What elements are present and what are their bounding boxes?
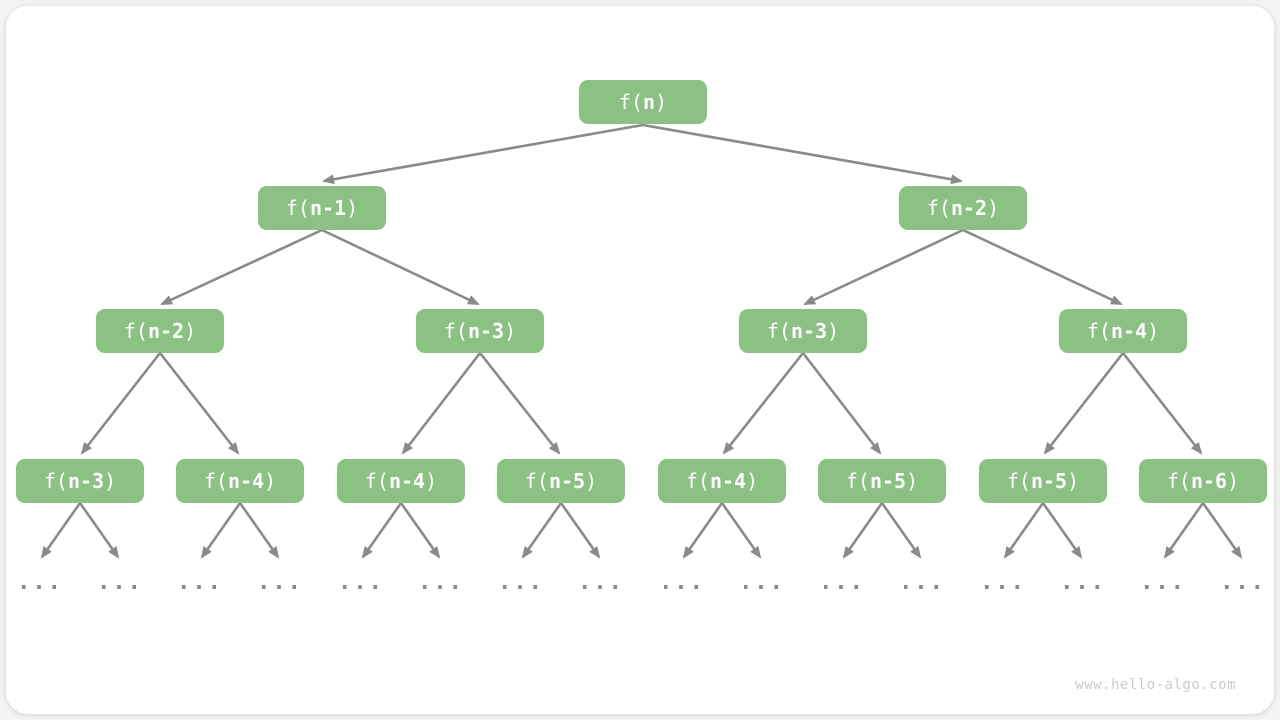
ellipsis-leaf: ... xyxy=(177,570,223,595)
edges xyxy=(40,123,1243,559)
node-label: f(n-2) xyxy=(926,196,1000,220)
canvas-card xyxy=(6,6,1274,714)
node-label: f(n-3) xyxy=(443,319,517,343)
node-l4-2-f-n-4: f(n-4) xyxy=(337,459,465,503)
node-label: f(n-5) xyxy=(1006,469,1080,493)
ellipsis-leaf: ... xyxy=(1220,570,1266,595)
node-l4-3-f-n-5: f(n-5) xyxy=(497,459,625,503)
node-l2-0-f-n-1: f(n-1) xyxy=(258,186,386,230)
node-label: f(n-3) xyxy=(43,469,117,493)
node-label: f(n-3) xyxy=(766,319,840,343)
node-l4-5-f-n-5: f(n-5) xyxy=(818,459,946,503)
node-l4-0-f-n-3: f(n-3) xyxy=(16,459,144,503)
watermark: www.hello-algo.com xyxy=(1075,677,1236,693)
node-label: f(n-6) xyxy=(1166,469,1240,493)
node-label: f(n-4) xyxy=(1086,319,1160,343)
node-l4-7-f-n-6: f(n-6) xyxy=(1139,459,1267,503)
ellipsis-leaf: ... xyxy=(980,570,1026,595)
node-l3-1-f-n-3: f(n-3) xyxy=(416,309,544,353)
ellipsis-leaf: ... xyxy=(498,570,544,595)
node-l3-2-f-n-3: f(n-3) xyxy=(739,309,867,353)
node-l2-1-f-n-2: f(n-2) xyxy=(899,186,1027,230)
node-label: f(n-4) xyxy=(203,469,277,493)
ellipsis-leaf: ... xyxy=(659,570,705,595)
node-label: f(n-2) xyxy=(123,319,197,343)
node-label: f(n-1) xyxy=(285,196,359,220)
node-l3-3-f-n-4: f(n-4) xyxy=(1059,309,1187,353)
node-l1-f-n: f(n) xyxy=(579,80,707,124)
node-label: f(n-5) xyxy=(845,469,919,493)
node-l4-6-f-n-5: f(n-5) xyxy=(979,459,1107,503)
node-label: f(n-5) xyxy=(524,469,598,493)
ellipsis-leaf: ... xyxy=(1140,570,1186,595)
ellipsis-leaf: ... xyxy=(578,570,624,595)
node-label: f(n) xyxy=(618,90,668,114)
ellipsis-leaf: ... xyxy=(1060,570,1106,595)
ellipsis-leaf: ... xyxy=(739,570,785,595)
node-l3-0-f-n-2: f(n-2) xyxy=(96,309,224,353)
node-l4-1-f-n-4: f(n-4) xyxy=(176,459,304,503)
ellipsis-leaf: ... xyxy=(899,570,945,595)
node-label: f(n-4) xyxy=(364,469,438,493)
ellipsis-leaf: ... xyxy=(338,570,384,595)
node-l4-4-f-n-4: f(n-4) xyxy=(658,459,786,503)
ellipsis-leaf: ... xyxy=(17,570,63,595)
ellipsis-leaf: ... xyxy=(819,570,865,595)
ellipsis-leaf: ... xyxy=(97,570,143,595)
ellipsis-leaf: ... xyxy=(257,570,303,595)
node-label: f(n-4) xyxy=(685,469,759,493)
ellipsis-leaf: ... xyxy=(418,570,464,595)
